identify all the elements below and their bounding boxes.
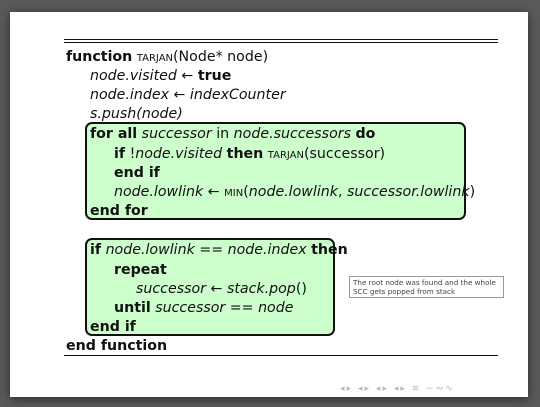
line-visited: node.visited ← true [90, 67, 231, 85]
keyword: for all [90, 126, 138, 142]
text: ) [469, 184, 476, 200]
keyword: until [114, 300, 151, 316]
assign-arrow: ← [210, 281, 223, 297]
expr: stack.pop [226, 281, 296, 297]
text: () [295, 281, 307, 297]
keyword: if [90, 242, 102, 258]
prev-section-icon[interactable]: ◂ [375, 384, 383, 394]
assign-arrow: ← [181, 68, 194, 84]
top-rule [64, 39, 498, 40]
align-icon[interactable]: ≡ [411, 384, 422, 394]
keyword: end function [66, 338, 168, 354]
expr: node.lowlink [105, 242, 195, 258]
top-rule-2 [64, 42, 498, 43]
beamer-navigation: ◂▸ ◂▸ ◂▸ ◂▸ ≡ ∽∾∿ [340, 384, 455, 394]
expr: node.lowlink [114, 184, 204, 200]
expr: node.visited [135, 146, 223, 162]
search-icon[interactable]: ∽∾∿ [426, 384, 455, 394]
keyword: then [226, 146, 264, 162]
keyword: if [114, 146, 126, 162]
line-if-root: if node.lowlink == node.index then [90, 241, 348, 259]
line-end-function: end function [66, 337, 167, 355]
line-for-all: for all successor in node.successors do [90, 125, 375, 143]
keyword: end if [114, 165, 160, 181]
prev-frame-icon[interactable]: ◂ [340, 384, 347, 394]
expr: node.visited [90, 68, 177, 84]
line-end-if-inner: end if [114, 164, 160, 182]
expr: successor [136, 281, 207, 297]
text: in [216, 126, 230, 142]
next-part-icon[interactable]: ▸ [400, 384, 407, 394]
text: ! [129, 146, 136, 162]
assign-arrow: ← [207, 184, 220, 200]
function-name: tarjan [136, 49, 174, 65]
line-repeat: repeat [114, 261, 167, 279]
line-end-if-outer: end if [90, 318, 136, 336]
line-lowlink-min: node.lowlink ← min(node.lowlink, success… [114, 183, 475, 201]
expr: successor [141, 126, 212, 142]
expr: successor [155, 300, 226, 316]
expr: successor.lowlink [347, 184, 470, 200]
operator: == [199, 242, 224, 258]
text: (successor) [304, 146, 386, 162]
expr: node.lowlink [248, 184, 338, 200]
next-subsection-icon[interactable]: ▸ [364, 384, 371, 394]
expr: (node) [136, 106, 183, 122]
for-loop-highlight [85, 122, 466, 220]
assign-arrow: ← [173, 87, 186, 103]
keyword: end for [90, 203, 148, 219]
function-params: (Node* node) [173, 49, 269, 65]
keyword: true [197, 68, 232, 84]
line-if-not-visited: if !node.visited then tarjan(successor) [114, 145, 385, 163]
line-pop: successor ← stack.pop() [136, 280, 307, 298]
expr: node.index [227, 242, 307, 258]
expr: node.successors [233, 126, 351, 142]
keyword: end if [90, 319, 136, 335]
keyword: repeat [114, 262, 167, 278]
line-until: until successor == node [114, 299, 293, 317]
text: , [338, 184, 348, 200]
expr: indexCounter [189, 87, 286, 103]
annotation-note: The root node was found and the whole SC… [349, 276, 504, 298]
expr: s.push [90, 106, 137, 122]
slide: function tarjan(Node* node) node.visited… [10, 12, 528, 397]
keyword: function [66, 49, 133, 65]
function-name: tarjan [267, 146, 304, 162]
next-section-icon[interactable]: ▸ [382, 384, 389, 394]
expr: node.index [90, 87, 169, 103]
text: ( [243, 184, 249, 200]
function-name: min [224, 184, 244, 200]
line-end-for: end for [90, 202, 148, 220]
keyword: do [355, 126, 376, 142]
prev-subsection-icon[interactable]: ◂ [357, 384, 365, 394]
expr: node [258, 300, 294, 316]
line-index: node.index ← indexCounter [90, 86, 286, 104]
next-frame-icon[interactable]: ▸ [346, 384, 354, 394]
line-push: s.push(node) [90, 105, 183, 123]
operator: == [229, 300, 254, 316]
bottom-rule [64, 355, 498, 356]
keyword: then [311, 242, 348, 258]
line-function-header: function tarjan(Node* node) [66, 48, 268, 66]
if-block-highlight [85, 238, 335, 336]
prev-part-icon[interactable]: ◂ [393, 384, 401, 394]
